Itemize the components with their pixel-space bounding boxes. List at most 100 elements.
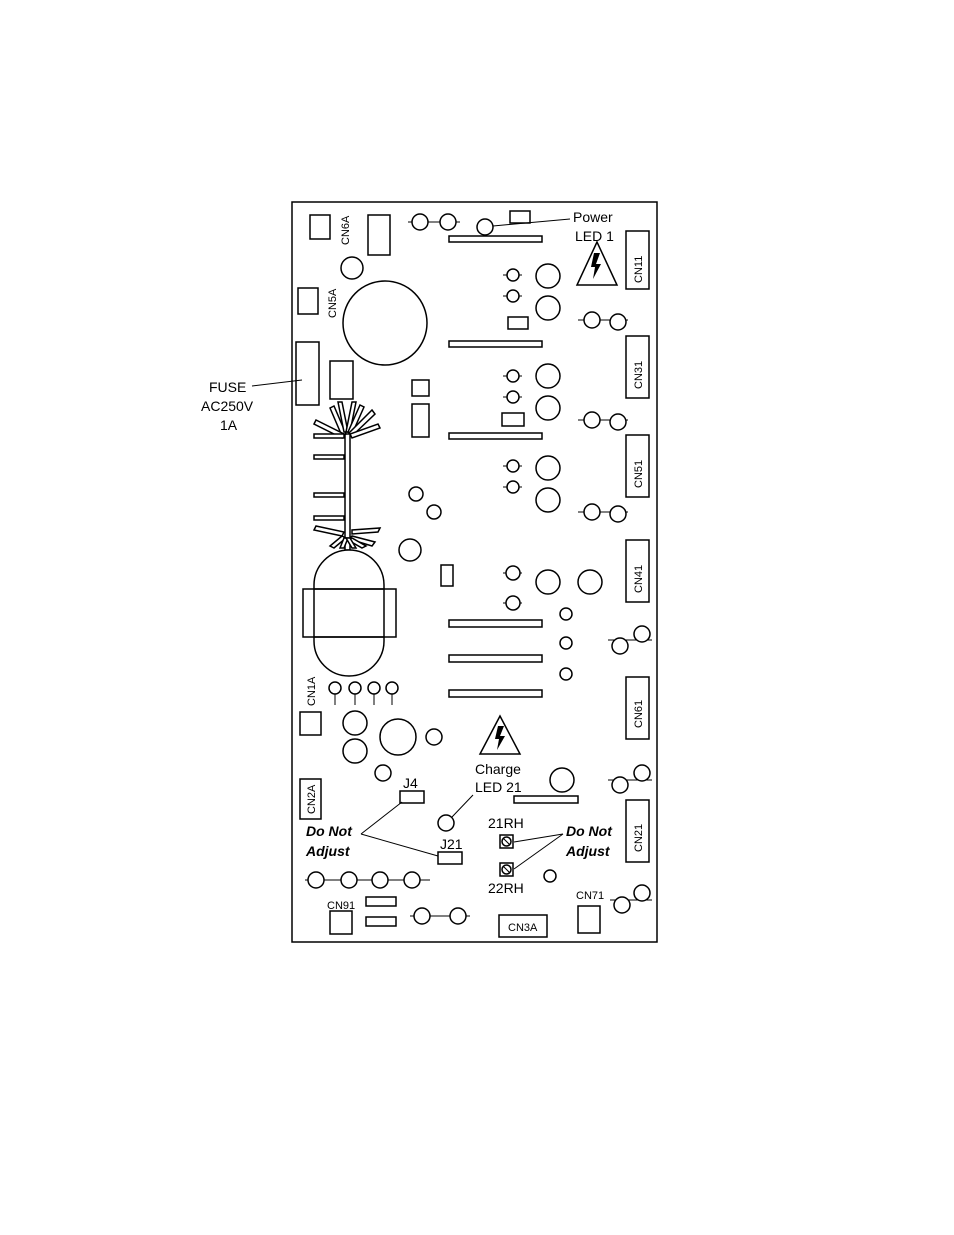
small-circle: [560, 637, 572, 649]
component-rect: [412, 404, 429, 437]
small-circle: [544, 870, 556, 882]
component-small: [412, 380, 429, 396]
fuse-current-label: 1A: [220, 417, 238, 433]
cn91-label: CN91: [327, 900, 355, 912]
rh21-label: 21RH: [488, 815, 524, 831]
power-led-1: [477, 219, 493, 235]
jumper-j4: [400, 791, 424, 803]
terminal-pair: [578, 504, 628, 522]
cn31-label: CN31: [633, 361, 645, 389]
small-circle: [560, 668, 572, 680]
fuse-holder: [296, 342, 319, 405]
fuse-label: FUSE: [209, 379, 246, 395]
component-small: [510, 211, 530, 223]
component-small: [441, 565, 453, 586]
small-circle: [409, 487, 423, 501]
cn1a-label: CN1A: [306, 676, 318, 706]
small-circle: [426, 729, 442, 745]
power-leader: [493, 219, 570, 226]
resistor-bar: [449, 690, 542, 697]
warning-icon: [577, 242, 617, 285]
fuse-rating-label: AC250V: [201, 398, 254, 414]
rh22-label: 22RH: [488, 880, 524, 896]
diode-group-1: [503, 269, 522, 302]
cn71-block: [578, 906, 600, 933]
cn3a-label: CN3A: [508, 922, 538, 934]
capacitor: [399, 539, 421, 561]
capacitor: [536, 296, 560, 320]
component-rect: [368, 215, 390, 255]
cn71-label: CN71: [576, 890, 604, 902]
fuse-leader: [252, 380, 302, 386]
capacitor: [550, 768, 574, 792]
charge-led-21: [438, 815, 454, 831]
capacitor: [536, 364, 560, 388]
do-not-adjust-leader: [361, 834, 438, 856]
do-not-adjust-leader: [514, 834, 563, 869]
capacitor: [578, 570, 602, 594]
resistor-bar: [449, 341, 542, 347]
capacitor: [536, 396, 560, 420]
diode-group-4: [503, 566, 522, 610]
do-not-adjust-leader: [361, 802, 402, 834]
cn2a-label: CN2A: [306, 784, 318, 814]
resistor-bar: [449, 236, 542, 242]
terminal-pair-top: [408, 214, 460, 230]
led21-label: LED 21: [475, 779, 522, 795]
jumper-j21: [438, 852, 462, 864]
trimmer-21rh-icon: [500, 835, 513, 848]
component-small: [508, 317, 528, 329]
cn5a-block: [298, 288, 318, 314]
cn41-label: CN41: [633, 565, 645, 593]
terminal-row-bottom: [305, 872, 430, 888]
adjust-label-left: Adjust: [305, 843, 351, 859]
do-not-label-left: Do Not: [306, 823, 353, 839]
diode-group-3: [503, 460, 522, 493]
capacitor: [536, 456, 560, 480]
do-not-label-right: Do Not: [566, 823, 613, 839]
capacitor: [536, 570, 560, 594]
capacitor: [380, 719, 416, 755]
j4-label: J4: [403, 775, 418, 791]
do-not-adjust-leader: [514, 834, 563, 842]
cn1a-block: [300, 712, 321, 735]
terminal-pair: [578, 312, 628, 330]
terminal-pair: [410, 908, 470, 924]
terminal-pair: [608, 626, 652, 654]
cn61-label: CN61: [633, 700, 645, 728]
small-circle: [427, 505, 441, 519]
small-circle: [375, 765, 391, 781]
charge-leader: [452, 795, 473, 817]
warning-icon: [480, 716, 520, 754]
component-small: [366, 917, 396, 926]
terminal-pair: [610, 885, 652, 913]
resistor-bar: [514, 796, 578, 803]
small-circle: [560, 608, 572, 620]
transformer: [303, 550, 396, 676]
led1-label: LED 1: [575, 228, 614, 244]
component-rect: [330, 361, 353, 399]
cn6a-block: [310, 215, 330, 239]
capacitor: [341, 257, 363, 279]
resistor-bar: [449, 655, 542, 662]
capacitor: [536, 488, 560, 512]
cn6a-label: CN6A: [340, 215, 352, 245]
adjust-label-right: Adjust: [565, 843, 611, 859]
resistor-bar: [449, 433, 542, 439]
cn51-label: CN51: [633, 460, 645, 488]
terminal-pair: [578, 412, 628, 430]
capacitor: [343, 711, 367, 735]
component-small: [502, 413, 524, 426]
cn5a-label: CN5A: [327, 288, 339, 318]
capacitor: [343, 739, 367, 763]
component-small: [366, 897, 396, 906]
cn91-block: [330, 911, 352, 934]
charge-label: Charge: [475, 761, 521, 777]
terminal-pair: [608, 765, 652, 793]
trimmer-22rh-icon: [500, 863, 513, 876]
capacitor: [536, 264, 560, 288]
heatsink: [314, 402, 380, 550]
resistor-bar: [449, 620, 542, 627]
large-capacitor: [343, 281, 427, 365]
